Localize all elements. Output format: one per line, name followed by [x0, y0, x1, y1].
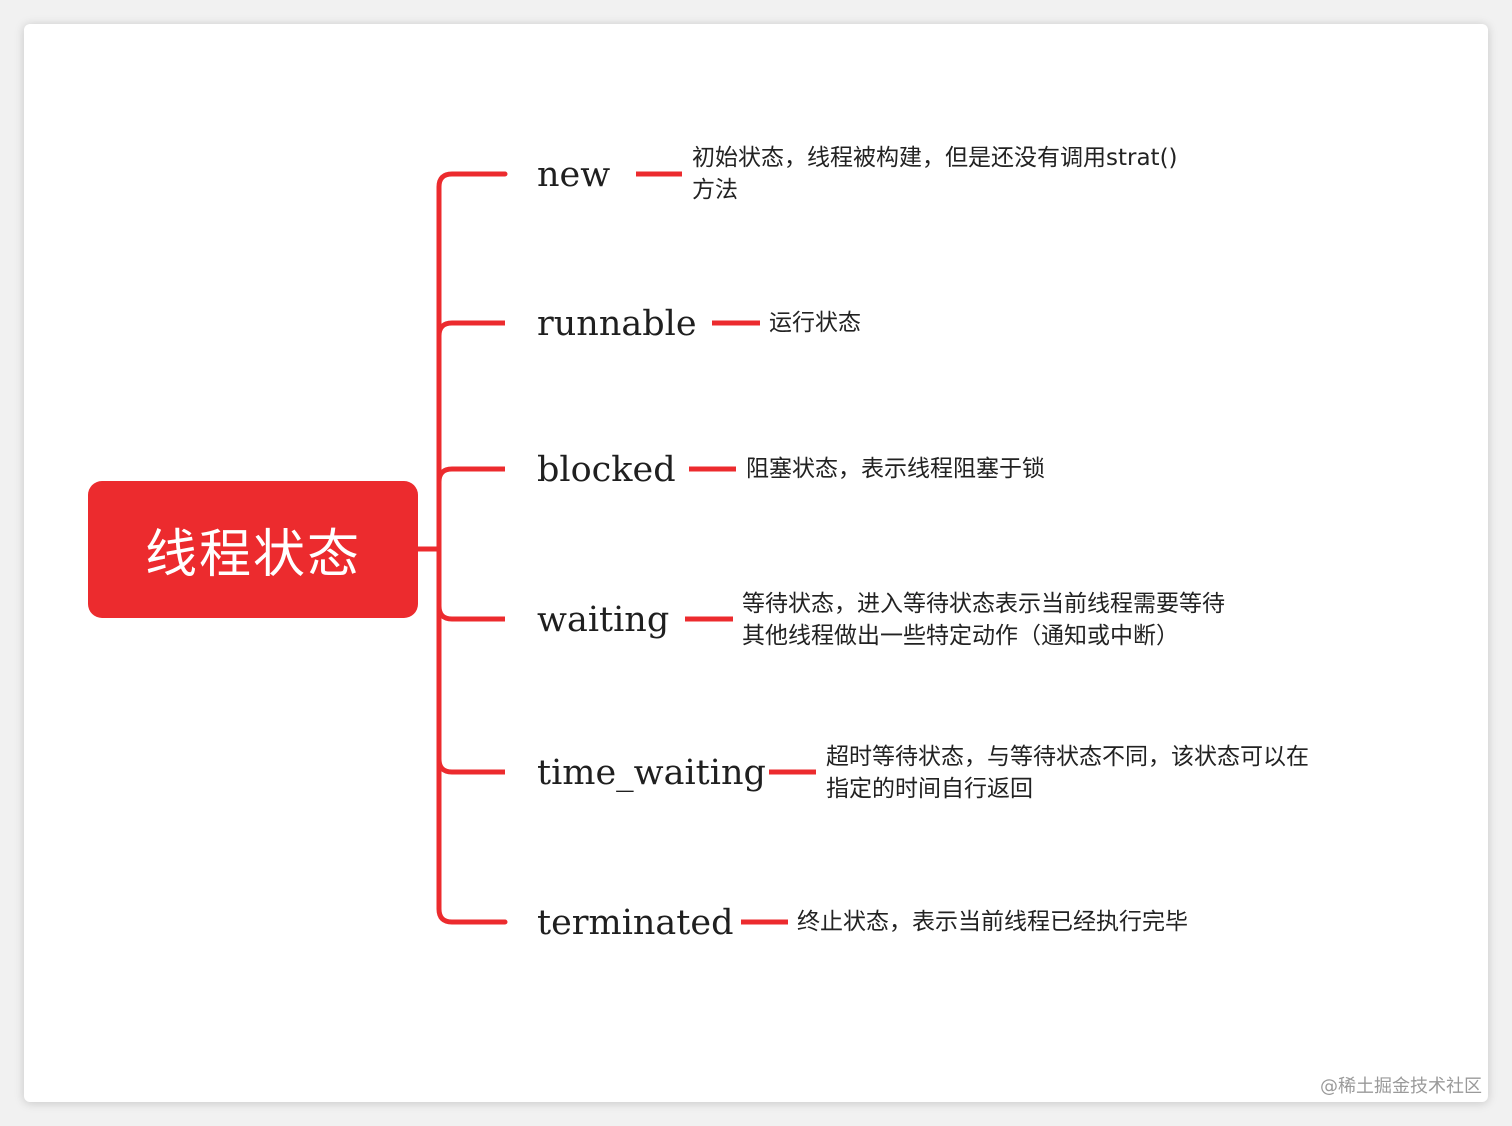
desc-line: 方法: [692, 177, 738, 203]
desc-time-waiting: 超时等待状态，与等待状态不同，该状态可以在 指定的时间自行返回: [826, 741, 1309, 805]
desc-waiting: 等待状态，进入等待状态表示当前线程需要等待 其他线程做出一些特定动作（通知或中断…: [742, 588, 1225, 652]
desc-line: 等待状态，进入等待状态表示当前线程需要等待: [742, 591, 1225, 617]
root-node: 线程状态: [88, 481, 418, 618]
desc-line: 超时等待状态，与等待状态不同，该状态可以在: [826, 744, 1309, 770]
desc-blocked: 阻塞状态，表示线程阻塞于锁: [746, 453, 1045, 485]
desc-line: 阻塞状态，表示线程阻塞于锁: [746, 456, 1045, 482]
desc-line: 指定的时间自行返回: [826, 776, 1033, 802]
state-terminated: terminated: [537, 903, 734, 943]
state-time-waiting: time_waiting: [537, 753, 766, 793]
state-blocked: blocked: [537, 450, 676, 490]
state-waiting: waiting: [537, 600, 670, 640]
desc-terminated: 终止状态，表示当前线程已经执行完毕: [797, 906, 1188, 938]
desc-line: 终止状态，表示当前线程已经执行完毕: [797, 909, 1188, 935]
desc-line: 初始状态，线程被构建，但是还没有调用strat(): [692, 145, 1178, 171]
desc-runnable: 运行状态: [769, 307, 861, 339]
desc-line: 其他线程做出一些特定动作（通知或中断）: [742, 623, 1179, 649]
root-label: 线程状态: [144, 525, 361, 585]
state-runnable: runnable: [537, 304, 697, 344]
desc-new: 初始状态，线程被构建，但是还没有调用strat() 方法: [692, 142, 1178, 206]
state-new: new: [537, 155, 611, 195]
desc-line: 运行状态: [769, 310, 861, 336]
watermark: @稀土掘金技术社区: [1320, 1076, 1482, 1097]
